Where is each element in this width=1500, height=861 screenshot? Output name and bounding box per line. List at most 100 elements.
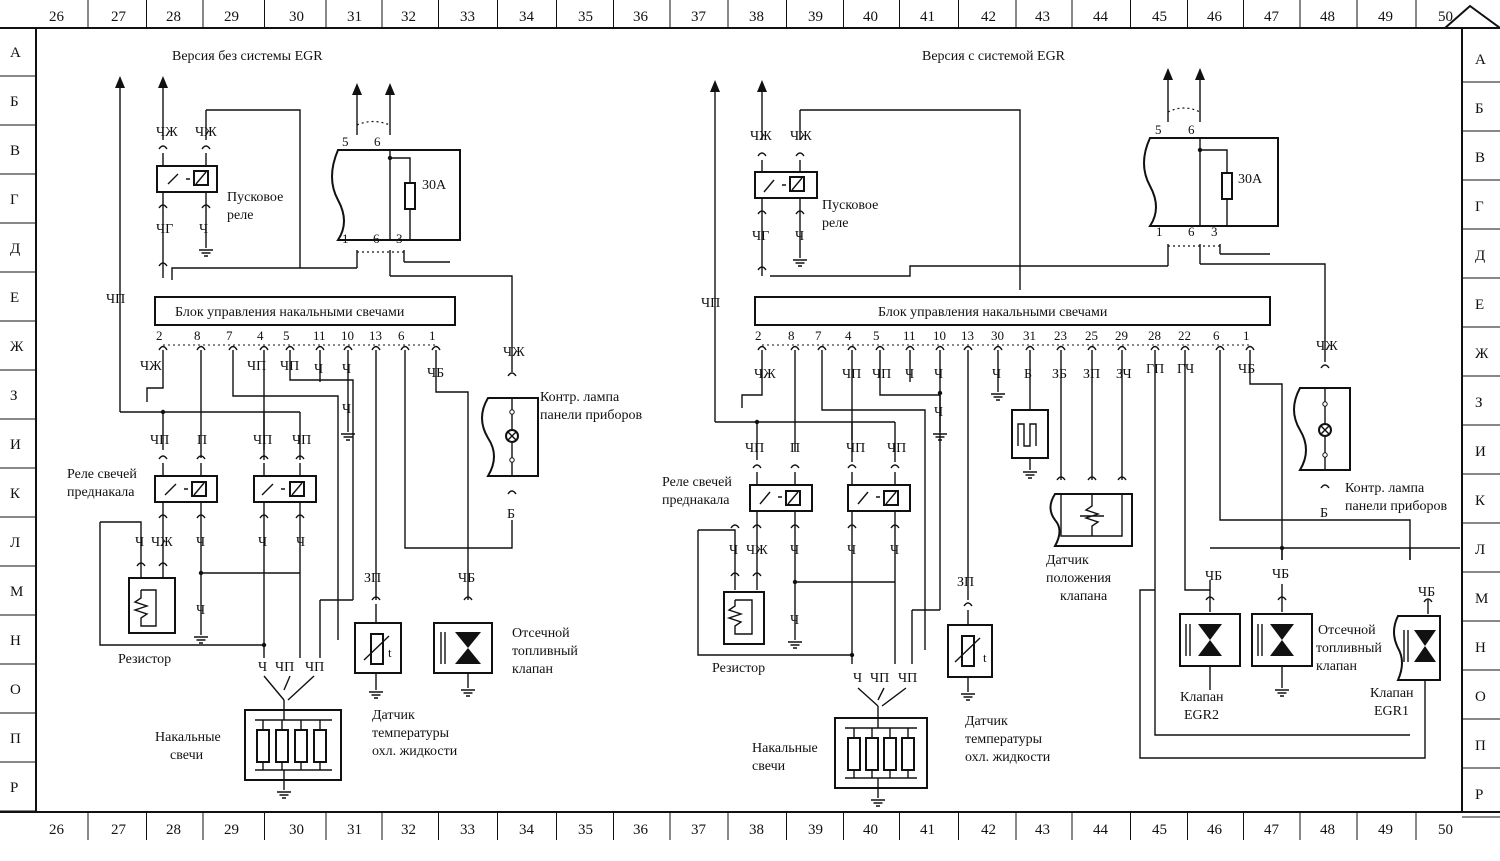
cutoff-label: клапан: [512, 662, 554, 677]
column-number: 41: [920, 9, 935, 25]
wire-code: ЧП: [292, 433, 311, 448]
column-number: 39: [808, 9, 823, 25]
wire-code: Ч: [342, 362, 351, 377]
cutoff-label: Отсечной: [512, 626, 570, 641]
column-number: 26: [49, 822, 65, 838]
column-number: 40: [863, 822, 878, 838]
wire-code: ЧП: [846, 441, 865, 456]
left-title: Версия без системы EGR: [172, 49, 323, 64]
column-number: 34: [519, 822, 535, 838]
fuse-pin: 5: [342, 134, 349, 149]
egr1-label: Клапан: [1370, 686, 1414, 701]
egr2-label: EGR2: [1184, 708, 1219, 723]
pin-connector: [1117, 345, 1127, 351]
cutoff-valve: [433, 622, 493, 674]
wire-code: ЧЖ: [790, 129, 812, 144]
block-pin-number: 2: [755, 328, 762, 343]
wire-code: ЧБ: [1418, 585, 1435, 600]
block-pin-number: 1: [429, 328, 436, 343]
glow-control-block: [154, 296, 456, 326]
row-letter: К: [10, 486, 21, 502]
row-letter: М: [10, 584, 23, 600]
row-letter: Ж: [10, 339, 24, 355]
wire-code: ЧЖ: [1316, 339, 1338, 354]
block-pin-number: 5: [283, 328, 290, 343]
preheat-relay: [749, 484, 813, 512]
glow-control-block: [754, 296, 1271, 326]
fuse-pin: 3: [396, 231, 403, 246]
wire-code: Ч: [853, 671, 862, 686]
wire-code: Б: [1024, 367, 1032, 382]
fuse-pin: 6: [1188, 224, 1195, 239]
block-pin-number: 2: [156, 328, 163, 343]
column-number: 48: [1320, 822, 1335, 838]
block-pin-number: 13: [369, 328, 382, 343]
wire-code: ЧБ: [458, 571, 475, 586]
wire-code: Ч: [258, 535, 267, 550]
wire-code: ЧП: [247, 359, 266, 374]
wire-code: ЧЖ: [140, 359, 162, 374]
pin-connector: [431, 345, 441, 351]
row-letter: Г: [1475, 199, 1484, 215]
row-letter: З: [1475, 395, 1483, 411]
column-number: 30: [289, 9, 304, 25]
column-number: 26: [49, 9, 65, 25]
wire-code: ЧП: [150, 433, 169, 448]
cutoff-label: топливный: [1316, 641, 1382, 656]
preheat-relay: [847, 484, 911, 512]
row-letter: И: [1475, 444, 1486, 460]
pin-connector: [1087, 345, 1097, 351]
column-number: 36: [633, 9, 649, 25]
wire-code: Ч: [196, 603, 205, 618]
fuse-pin: 1: [1156, 224, 1163, 239]
wire-code: Ч: [890, 543, 899, 558]
start-relay-label: Пусковое: [227, 190, 283, 205]
valve-pos-label: Датчик: [1046, 553, 1089, 568]
column-number: 44: [1093, 9, 1109, 25]
start-relay-label: Пусковое: [822, 198, 878, 213]
wire-code: ЧБ: [1272, 567, 1289, 582]
column-number: 38: [749, 822, 764, 838]
block-pin-number: 29: [1115, 328, 1128, 343]
row-letter: В: [10, 143, 20, 159]
pin-connector: [315, 345, 325, 351]
block-pin-number: 31: [1023, 328, 1036, 343]
column-number: 48: [1320, 9, 1335, 25]
column-number: 38: [749, 9, 764, 25]
wire-code: ЧП: [842, 367, 861, 382]
lamp-label: Контр. лампа: [540, 390, 620, 405]
column-number: 37: [691, 822, 707, 838]
block-pin-number: 30: [991, 328, 1004, 343]
row-letter: П: [1475, 738, 1486, 754]
wire-code: Ч: [729, 543, 738, 558]
column-number: 41: [920, 822, 935, 838]
column-number: 49: [1378, 9, 1393, 25]
pin-connector: [817, 345, 827, 351]
temp-label: Датчик: [965, 714, 1008, 729]
pin-connector: [285, 345, 295, 351]
wire-code: ЧЖ: [195, 125, 217, 140]
wire-code: ЧП: [305, 660, 324, 675]
fuse-pin: 5: [1155, 122, 1162, 137]
svg-text:t: t: [983, 650, 987, 665]
column-number: 42: [981, 9, 996, 25]
pin-connector: [875, 345, 885, 351]
pin-connector: [1150, 345, 1160, 351]
row-letter: Р: [10, 780, 18, 796]
start-relay-label: реле: [822, 216, 848, 231]
column-number: 32: [401, 822, 416, 838]
block-pin-number: 8: [788, 328, 795, 343]
block-pin-number: 7: [815, 328, 822, 343]
cutoff-label: клапан: [1316, 659, 1358, 674]
resistor: [128, 577, 176, 634]
left-diagram: Версия без системы EGR 5 6 30A 1 6 3: [67, 49, 642, 799]
control-block-label: Блок управления накальными свечами: [175, 305, 405, 320]
wire-code: ЧГ: [156, 222, 173, 237]
wire-code: Ч: [934, 405, 943, 420]
